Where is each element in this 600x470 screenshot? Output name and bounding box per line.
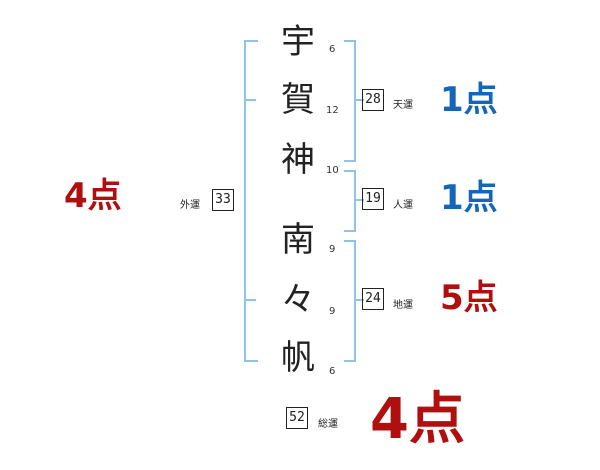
bracket-tick (354, 99, 364, 101)
chikaku-value: 24 (362, 288, 384, 310)
jinkaku-label: 人運 (393, 200, 413, 211)
bracket-tick (354, 199, 364, 201)
bracket-tick (246, 99, 256, 101)
jinkaku-value: 19 (362, 188, 384, 210)
stroke-count: 12 (326, 105, 339, 116)
tenkaku-bracket (344, 40, 356, 162)
tenkaku-score: 1点 (440, 80, 498, 120)
gaikaku-bracket (244, 40, 258, 362)
gaikaku-score: 4点 (64, 176, 122, 216)
tenkaku-value: 28 (362, 89, 384, 111)
soukaku-value: 52 (286, 407, 308, 429)
name-char: 帆 (281, 338, 315, 378)
jinkaku-score: 1点 (440, 178, 498, 218)
gaikaku-value: 33 (212, 189, 234, 211)
soukaku-score: 4点 (370, 387, 465, 452)
jinkaku-bracket (344, 170, 356, 232)
name-char: 賀 (281, 80, 315, 120)
name-char: 々 (281, 280, 315, 320)
gaikaku-label: 外運 (180, 200, 200, 211)
soukaku-label: 総運 (318, 419, 338, 430)
chikaku-label: 地運 (393, 300, 413, 311)
tenkaku-label: 天運 (393, 100, 413, 111)
name-char: 神 (281, 140, 315, 180)
stroke-count: 10 (326, 165, 339, 176)
stroke-count: 9 (329, 244, 336, 255)
bracket-tick (354, 299, 364, 301)
bracket-tick (246, 299, 256, 301)
name-char: 宇 (281, 22, 315, 62)
stroke-count: 6 (329, 366, 336, 377)
chikaku-bracket (344, 240, 356, 362)
name-char: 南 (281, 220, 315, 260)
chikaku-score: 5点 (440, 278, 498, 318)
stroke-count: 9 (329, 306, 336, 317)
stroke-count: 6 (329, 44, 336, 55)
